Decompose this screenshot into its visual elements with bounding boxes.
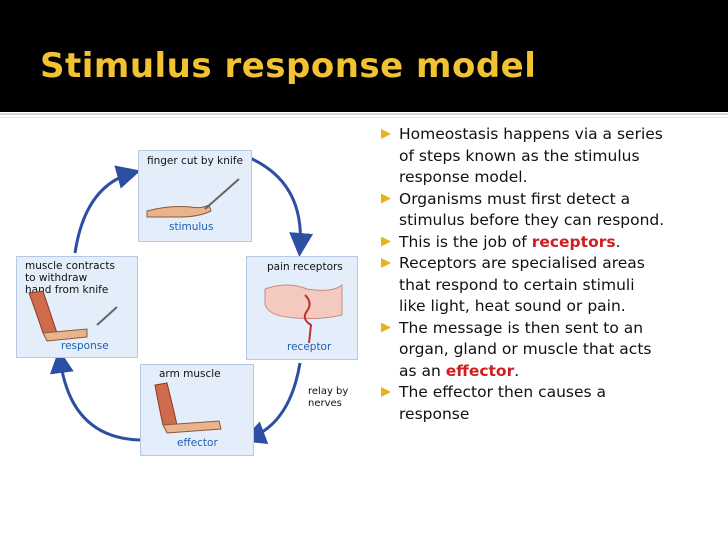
bullet-arrow-icon [381, 322, 391, 333]
bullet-text: This is the job of [399, 232, 532, 251]
relay-line-2: nerves [308, 398, 342, 409]
arrow-stimulus-to-receptor [249, 156, 314, 257]
response-box: muscle contracts to withdraw hand from k… [16, 256, 138, 358]
effector-caption: effector [177, 437, 218, 449]
highlight-effector: effector [445, 361, 515, 380]
receptor-caption: receptor [287, 341, 332, 353]
response-label-1: muscle contracts [25, 260, 115, 272]
bullet-item: The message is then sent to an organ, gl… [378, 318, 723, 383]
bullet-line: The message is then sent to an [399, 318, 644, 337]
hand-knife-icon [146, 178, 240, 218]
bullet-line: like light, heat sound or pain. [399, 297, 626, 315]
highlight-receptors: receptors [531, 232, 616, 251]
arm-withdraw-icon [28, 290, 118, 342]
bullet-line: The effector then causes a [399, 383, 607, 401]
title-bar: Stimulus response model [0, 0, 728, 112]
arm-muscle-icon [154, 382, 222, 434]
effector-box: arm muscle effector [140, 364, 254, 456]
stimulus-box: finger cut by knife stimulus [138, 150, 252, 242]
bullet-text-end: . [615, 232, 621, 251]
bullet-line: as an effector. [399, 361, 723, 383]
bullet-list: Homeostasis happens via a series of step… [378, 124, 723, 425]
arrow-effector-to-response [49, 349, 141, 442]
bullet-line: that respond to certain stimuli [399, 275, 635, 294]
response-label-3: hand from knife [25, 284, 109, 296]
bullet-item: Receptors are specialised areas that res… [378, 253, 723, 318]
title-divider-thin [0, 117, 728, 118]
bullet-line: organ, gland or muscle that acts [399, 340, 652, 358]
cycle-arrows [49, 156, 314, 444]
slide-title: Stimulus response model [40, 46, 537, 86]
receptor-label: pain receptors [267, 261, 343, 273]
title-divider [0, 113, 728, 115]
receptor-box: pain receptors receptor [246, 256, 358, 360]
arrow-receptor-to-effector [241, 362, 302, 444]
pain-receptor-icon [264, 283, 343, 344]
response-label-2: to withdraw [25, 272, 88, 284]
bullet-arrow-icon [381, 236, 391, 247]
bullet-item: The effector then causes a response [378, 382, 723, 425]
bullet-arrow-icon [381, 258, 391, 268]
bullet-item: This is the job of receptors. [378, 232, 723, 254]
stimulus-label: finger cut by knife [147, 155, 243, 167]
bullet-line: response model. [399, 168, 528, 186]
bullet-line: of steps known as the stimulus [399, 146, 640, 165]
bullet-item: Organisms must first detect a stimulus b… [378, 189, 723, 232]
bullet-item: Homeostasis happens via a series of step… [378, 124, 723, 189]
relay-line-1: relay by [308, 386, 349, 397]
stimulus-caption: stimulus [169, 221, 214, 233]
bullet-line: response [399, 404, 470, 423]
bullet-line: Receptors are specialised areas [399, 254, 645, 272]
bullet-line: This is the job of receptors. [399, 232, 723, 254]
arrow-response-to-stimulus [73, 165, 141, 254]
bullet-arrow-icon [381, 129, 391, 139]
relay-label: relay by nerves [308, 386, 348, 410]
bullet-line: stimulus before they can respond. [399, 211, 665, 229]
stimulus-response-diagram: finger cut by knife stimulus pain recept… [0, 118, 370, 546]
bullet-line: Homeostasis happens via a series [399, 125, 663, 143]
response-caption: response [61, 340, 109, 352]
bullet-text-end: . [514, 361, 520, 380]
bullet-text: as an [399, 361, 446, 380]
bullet-arrow-icon [381, 387, 391, 397]
effector-label: arm muscle [159, 368, 221, 380]
bullet-line: Organisms must first detect a [399, 189, 631, 208]
bullet-arrow-icon [381, 193, 391, 204]
